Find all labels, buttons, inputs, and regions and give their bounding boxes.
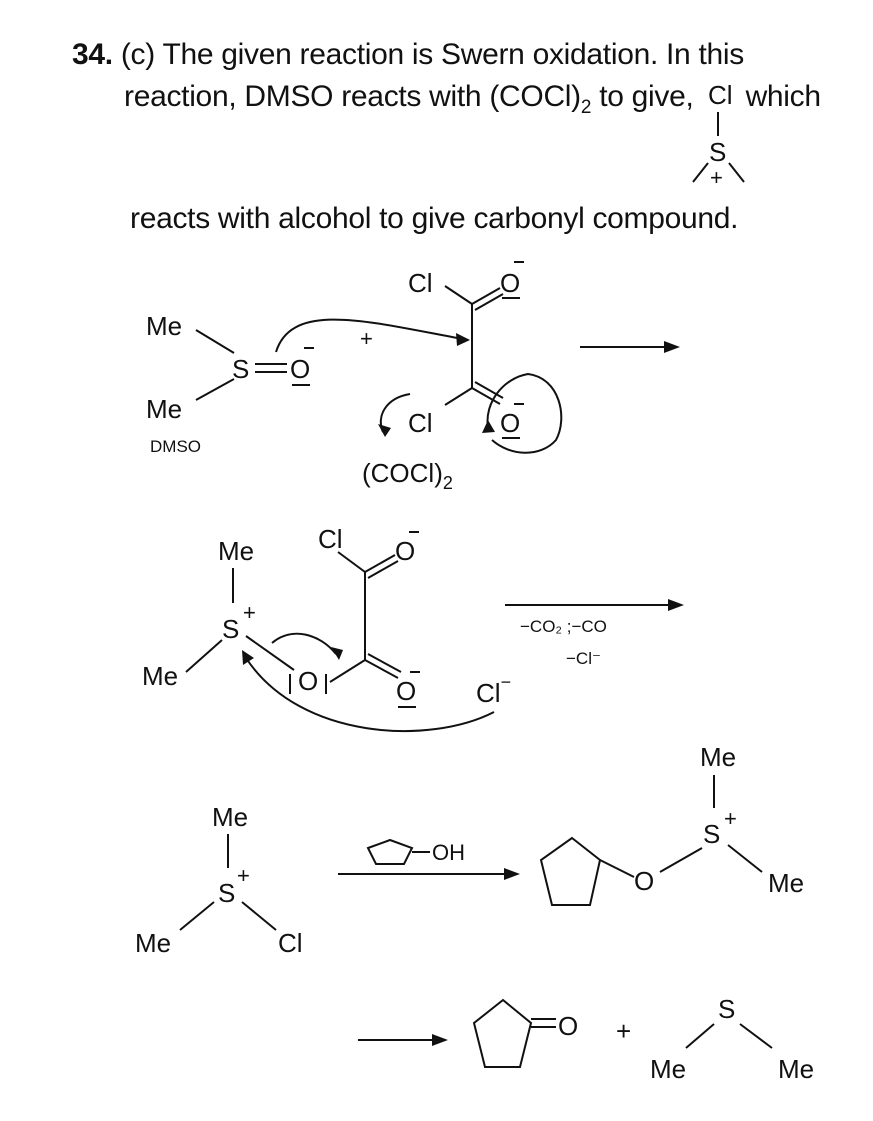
oxalyl-chloride-label: (COCl)2 xyxy=(362,458,453,493)
sulfonium-s-charge: + xyxy=(237,863,250,888)
line-2-text: reaction, DMSO reacts with (COCl) xyxy=(124,80,581,113)
line-3: reacts with alcohol to give carbonyl com… xyxy=(130,202,739,235)
answer-option: (c) xyxy=(120,38,155,71)
sulfonium-s: S xyxy=(218,878,235,908)
step-3: Me S + Me Cl OH O Me S + Me xyxy=(135,742,804,958)
step-4: O + S Me Me xyxy=(358,994,814,1084)
product-s-charge: + xyxy=(724,806,737,831)
dms-s: S xyxy=(718,994,735,1024)
inline-s: S xyxy=(709,137,726,167)
condition-line-2: −Cl⁻ xyxy=(566,649,601,668)
question-number: 34. xyxy=(72,38,113,71)
int-s-charge: + xyxy=(243,600,256,625)
line-1-text: The given reaction is Swern oxidation. I… xyxy=(162,38,744,71)
int-me-bottom: Me xyxy=(142,661,178,691)
product-me-right: Me xyxy=(768,868,804,898)
int-o-top: O xyxy=(395,536,415,566)
int-cl-top: Cl xyxy=(318,524,343,554)
oxalyl-cl-bottom: Cl xyxy=(408,408,433,438)
line-2-tail: which xyxy=(745,80,822,113)
plus: + xyxy=(616,1016,631,1046)
int-o-bottom: O xyxy=(396,676,416,706)
condition-line-1: −CO₂ ;−CO xyxy=(520,617,607,636)
inline-plus: + xyxy=(710,165,723,190)
solution-paragraph: 34. (c) The given reaction is Swern oxid… xyxy=(72,34,862,129)
line-2-end: to give, xyxy=(599,80,694,113)
oxalyl-cl-top: Cl xyxy=(408,268,433,298)
dms-me-left: Me xyxy=(650,1054,686,1084)
step-2: Me S + Me O Cl O O Cl− xyxy=(142,524,684,732)
sulfonium-me-top: Me xyxy=(212,802,248,832)
dmso-o: O xyxy=(290,354,310,384)
oxalyl-o-top: O xyxy=(500,268,520,298)
plus-sign: + xyxy=(360,326,373,351)
step-1: Me S O Me DMSO + Cl O Cl xyxy=(146,261,680,493)
product-o: O xyxy=(634,866,654,896)
line-2-subscript: 2 xyxy=(580,97,592,118)
line-2: reaction, DMSO reacts with (COCl)2 to gi… xyxy=(72,76,862,129)
ketone-o: O xyxy=(558,1011,578,1041)
oxalyl-o-bottom: O xyxy=(500,408,520,438)
chloride-ion: Cl− xyxy=(476,672,511,708)
dmso-me-top: Me xyxy=(146,311,182,341)
dmso-label: DMSO xyxy=(150,437,201,456)
line-1: 34. (c) The given reaction is Swern oxid… xyxy=(72,34,862,76)
reagent-oh: OH xyxy=(432,840,465,865)
sulfonium-cl: Cl xyxy=(278,928,303,958)
int-me-top: Me xyxy=(218,536,254,566)
dmso-s: S xyxy=(232,354,249,384)
product-me-top: Me xyxy=(700,742,736,772)
product-s: S xyxy=(703,819,720,849)
int-o-bridge: O xyxy=(298,666,318,696)
sulfonium-me-bottom: Me xyxy=(135,928,171,958)
inline-cl: Cl xyxy=(708,80,733,110)
inline-sulfonium-structure: Cl S + xyxy=(692,80,745,190)
int-s: S xyxy=(222,614,239,644)
dmso-me-bottom: Me xyxy=(146,394,182,424)
dms-me-right: Me xyxy=(778,1054,814,1084)
